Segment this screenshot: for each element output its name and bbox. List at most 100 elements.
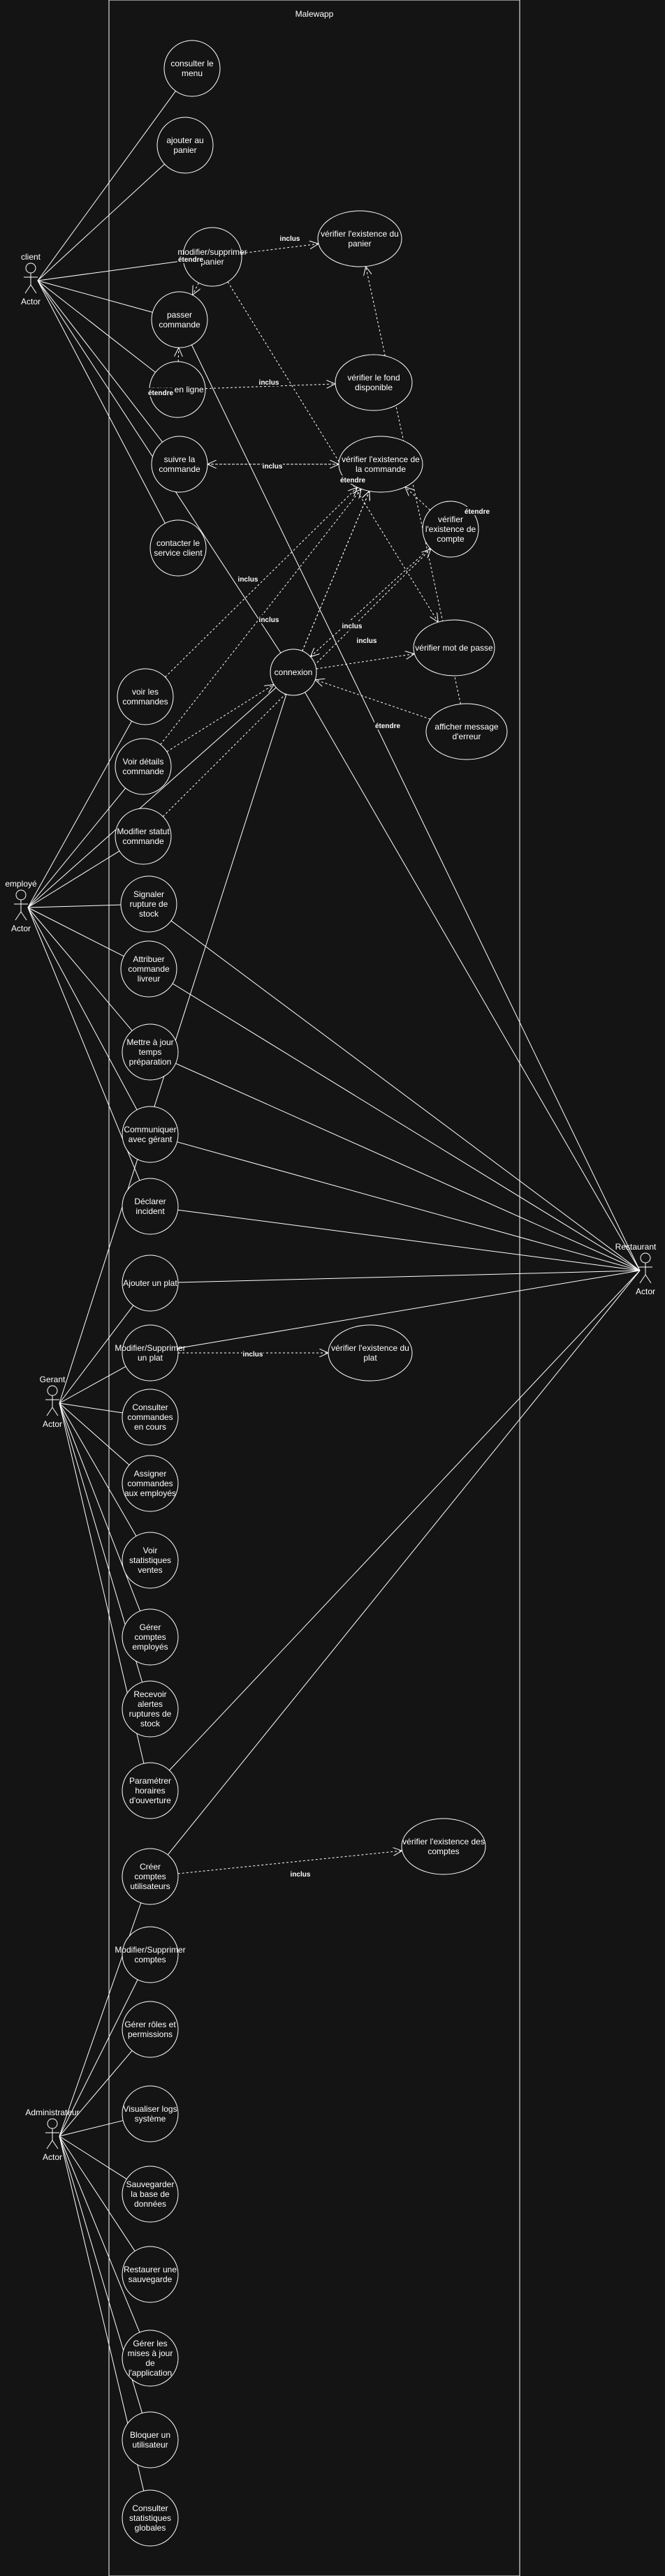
use-case-label: service client (154, 548, 203, 558)
use-case-shape (122, 1023, 179, 1081)
relation-label-bg (258, 615, 279, 623)
use-case-shape (117, 668, 174, 725)
include-label: inclus (342, 623, 363, 630)
actor-leg (645, 1274, 652, 1284)
relation-label-bg (290, 1870, 311, 1878)
actor-leg (46, 2140, 53, 2149)
use-case-connexion[interactable]: connexion (270, 649, 317, 696)
use-case-label: vérifier l'existence de (342, 454, 420, 464)
association-line (37, 91, 176, 281)
use-case-label: préparation (129, 1057, 172, 1067)
use-case-label: permissions (128, 2029, 173, 2039)
use-case-label: rupture de (130, 899, 168, 909)
use-case-label: alertes (138, 1699, 163, 1709)
use-case-shape (335, 354, 413, 411)
dependency-arrow (302, 491, 370, 651)
use-case-label: horaires (135, 1786, 165, 1796)
dependency-arrow (241, 244, 319, 254)
use-case-verif-mdp[interactable]: vérifier mot de passe (413, 619, 495, 676)
association-line (27, 907, 124, 957)
use-case-label: vérifier mot de passe (415, 643, 493, 653)
association-line (27, 787, 126, 908)
dependency-arrow (193, 282, 199, 295)
use-case-label: données (134, 2199, 166, 2209)
use-case-label: ruptures de (129, 1709, 172, 1719)
use-case-label: Restaurer une (124, 2265, 177, 2274)
use-case-shape (328, 1324, 413, 1382)
association-line (167, 1270, 641, 1856)
actor-leg (46, 1407, 53, 1416)
use-case-shape (122, 2001, 179, 2058)
use-case-shape (122, 2411, 179, 2468)
use-case-label: contacter le (156, 538, 200, 548)
use-case-label: en cours (134, 1422, 166, 1432)
relation-label-bg (342, 621, 363, 630)
actor-subtitle: Actor (21, 297, 41, 306)
use-case-ajouter-plat[interactable]: Ajouter un plat (122, 1254, 179, 1312)
use-case-label: Assigner (134, 1469, 167, 1479)
use-case-label: de (145, 2358, 155, 2368)
dependency-arrow (205, 384, 335, 390)
use-case-label: sauvegarde (129, 2274, 173, 2284)
use-case-label: Signaler (133, 889, 164, 899)
use-case-label: menu (182, 68, 203, 78)
dependency-arrow (310, 547, 430, 657)
actor-head-icon (47, 1385, 58, 1396)
use-case-label: la commande (356, 464, 406, 474)
use-case-label: passer (167, 310, 192, 320)
actor-subtitle: Actor (43, 1419, 62, 1429)
use-case-label: panier (200, 257, 224, 267)
use-case-label: Visualiser logs (123, 2104, 177, 2114)
use-case-shape (122, 2489, 179, 2547)
use-case-shape (156, 117, 214, 174)
relation-label-bg (238, 575, 258, 583)
use-case-label: Gérer rôles et (124, 2020, 176, 2029)
dependency-arrows (160, 244, 461, 1874)
use-case-shape (413, 619, 495, 676)
use-case-shape (122, 1680, 179, 1738)
association-line (191, 344, 641, 1271)
use-case-label: Sauvegarder (126, 2179, 175, 2189)
